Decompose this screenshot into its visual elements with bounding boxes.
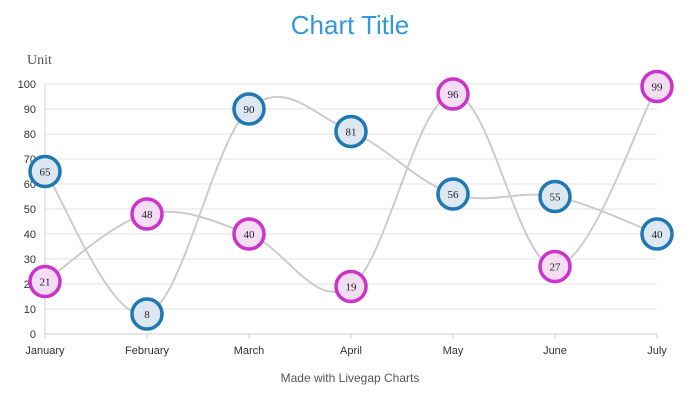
data-label: 8 — [144, 309, 150, 321]
x-tick-label: January — [25, 345, 65, 357]
data-label: 96 — [448, 89, 460, 101]
chart-title: Chart Title — [290, 10, 410, 40]
x-tick-labels: January February March April May June July — [25, 334, 667, 357]
x-tick-label: June — [543, 345, 567, 357]
data-point-marker[interactable] — [334, 114, 368, 149]
x-tick-label: February — [125, 345, 170, 357]
y-tick-label: 0 — [30, 329, 36, 341]
y-tick-label: 30 — [24, 254, 36, 266]
data-point-marker[interactable] — [28, 154, 62, 189]
data-point[interactable]: 19 — [334, 269, 368, 304]
data-point[interactable]: 40 — [640, 217, 674, 251]
data-point[interactable]: 99 — [640, 69, 674, 104]
data-label: 21 — [40, 277, 51, 289]
data-point-marker[interactable] — [538, 249, 572, 284]
data-point[interactable]: 65 — [28, 154, 62, 189]
x-tick-label: July — [647, 345, 667, 357]
x-tick-label: March — [234, 345, 265, 357]
data-label: 55 — [550, 192, 562, 204]
data-label: 56 — [448, 189, 460, 201]
data-point[interactable]: 21 — [28, 264, 62, 299]
data-label: 65 — [40, 167, 52, 179]
data-label: 81 — [346, 127, 357, 139]
data-label: 99 — [652, 82, 664, 94]
y-tick-label: 10 — [24, 304, 36, 316]
data-point-marker[interactable] — [640, 217, 674, 251]
y-tick-label: 80 — [24, 129, 36, 141]
data-point-marker[interactable] — [334, 269, 368, 304]
data-point-marker[interactable] — [28, 264, 62, 299]
data-label: 19 — [346, 282, 358, 294]
data-label: 40 — [652, 229, 664, 241]
data-point[interactable]: 27 — [538, 249, 572, 284]
data-point[interactable]: 90 — [232, 92, 266, 126]
data-point[interactable]: 40 — [232, 217, 266, 251]
data-label: 40 — [244, 229, 256, 241]
data-point[interactable]: 81 — [334, 114, 368, 149]
data-point-marker[interactable] — [232, 217, 266, 251]
y-tick-label: 90 — [24, 104, 36, 116]
data-label: 27 — [550, 262, 562, 274]
x-tick-label: May — [443, 345, 464, 357]
y-tick-label: 50 — [24, 204, 36, 216]
data-point-marker[interactable] — [130, 197, 164, 231]
y-tick-label: 40 — [24, 229, 36, 241]
y-axis-label: Unit — [27, 53, 52, 68]
series-points: 65 8 90 81 56 55 40 21 48 40 19 96 27 99 — [28, 69, 674, 331]
data-point[interactable]: 48 — [130, 197, 164, 231]
data-point[interactable]: 8 — [130, 297, 164, 331]
data-point-marker[interactable] — [640, 69, 674, 104]
chart-footer: Made with Livegap Charts — [280, 371, 420, 385]
data-point[interactable]: 55 — [538, 179, 572, 214]
data-point-marker[interactable] — [436, 77, 470, 111]
data-label: 48 — [142, 209, 154, 221]
data-point-marker[interactable] — [232, 92, 266, 126]
data-point-marker[interactable] — [538, 179, 572, 214]
x-tick-label: April — [340, 345, 362, 357]
y-tick-labels: 0102030405060708090100 — [18, 79, 36, 341]
data-point[interactable]: 96 — [436, 77, 470, 111]
data-point-marker[interactable] — [436, 177, 470, 211]
data-point-marker[interactable] — [130, 297, 164, 331]
data-point[interactable]: 56 — [436, 177, 470, 211]
y-tick-label: 100 — [18, 79, 36, 91]
data-label: 90 — [244, 104, 256, 116]
